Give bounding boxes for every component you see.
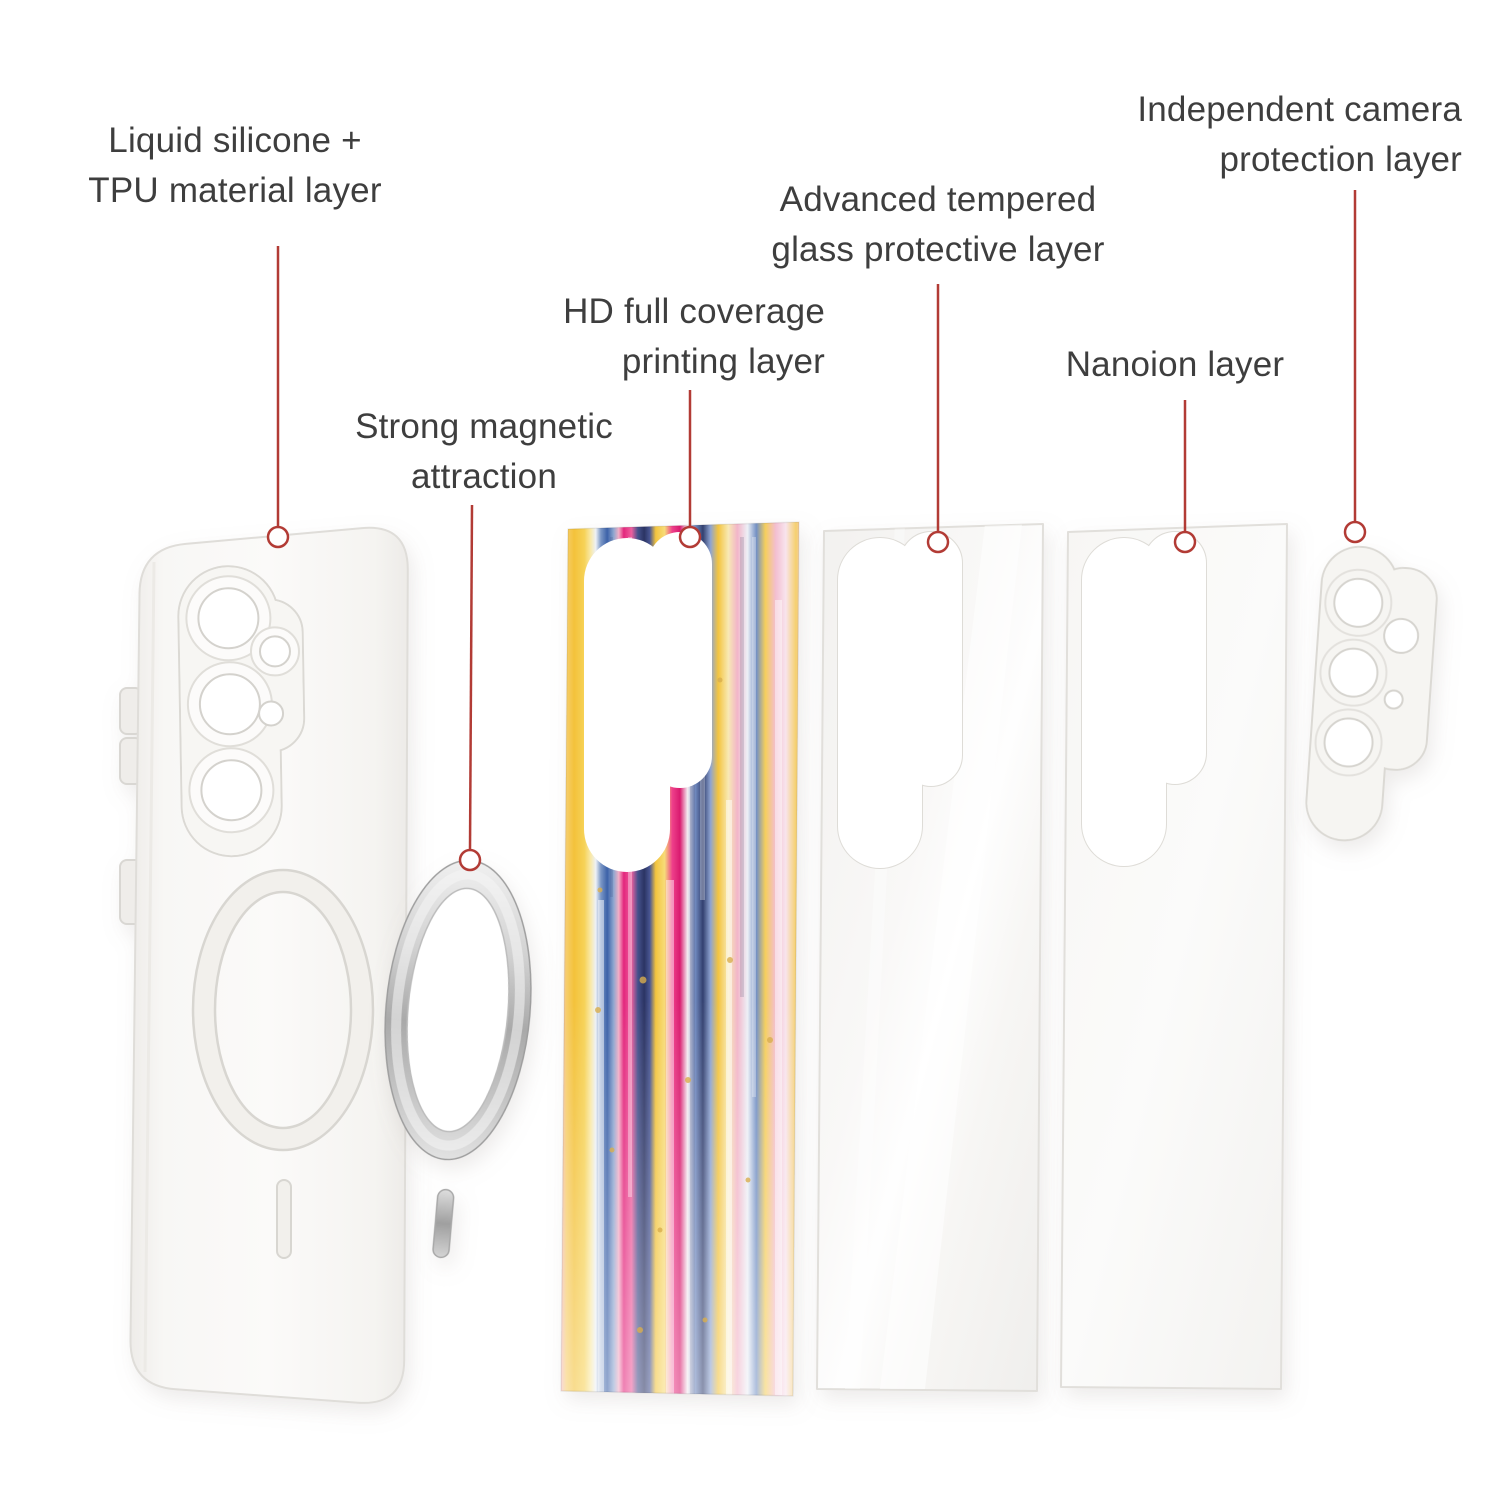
phone-case xyxy=(119,526,409,1404)
camera-lens-holes xyxy=(185,575,300,834)
label-nanoion: Nanoion layer xyxy=(1065,345,1285,384)
leader-lines xyxy=(266,190,1367,872)
case-magnet-ring-print xyxy=(191,868,375,1152)
leader-marker-camera-protection xyxy=(1343,520,1367,544)
printed-camera-cutout xyxy=(584,532,712,872)
label-strong-magnetic: Strong magnetic attraction xyxy=(355,407,613,496)
gold-speckles xyxy=(595,677,773,1333)
nanoion-camera-cutout xyxy=(1081,531,1207,867)
leader-marker-nanoion xyxy=(1173,530,1197,554)
leader-line-magnetic xyxy=(468,504,474,851)
camera-protector xyxy=(1305,545,1438,842)
leader-marker-printing xyxy=(678,525,702,549)
label-tempered-glass: Advanced tempered glass protective layer xyxy=(771,180,1105,269)
printed-artwork xyxy=(561,522,799,1396)
magnet-align-pill xyxy=(432,1188,455,1259)
glass-camera-cutout xyxy=(837,531,963,869)
leader-marker-magnetic xyxy=(458,848,482,872)
case-edge-highlight xyxy=(143,561,156,1373)
label-hd-printing: HD full coverage printing layer xyxy=(563,292,825,381)
magnet-ring xyxy=(384,859,532,1259)
leader-marker-tempered-glass xyxy=(926,530,950,554)
case-align-slot xyxy=(276,1179,292,1259)
leader-marker-liquid-silicone xyxy=(266,525,290,549)
glass-layer xyxy=(816,523,1044,1392)
magnet-ring-band-highlight xyxy=(391,869,525,1151)
nanoion-layer xyxy=(1060,523,1288,1390)
label-liquid-silicone-tpu: Liquid silicone + TPU material layer xyxy=(88,121,382,210)
protector-lens-holes xyxy=(1314,568,1420,777)
camera-island xyxy=(177,565,306,858)
magnet-ring-hole xyxy=(406,887,510,1133)
printed-layer xyxy=(560,521,800,1397)
label-camera-protection: Independent camera protection layer xyxy=(1137,90,1462,179)
